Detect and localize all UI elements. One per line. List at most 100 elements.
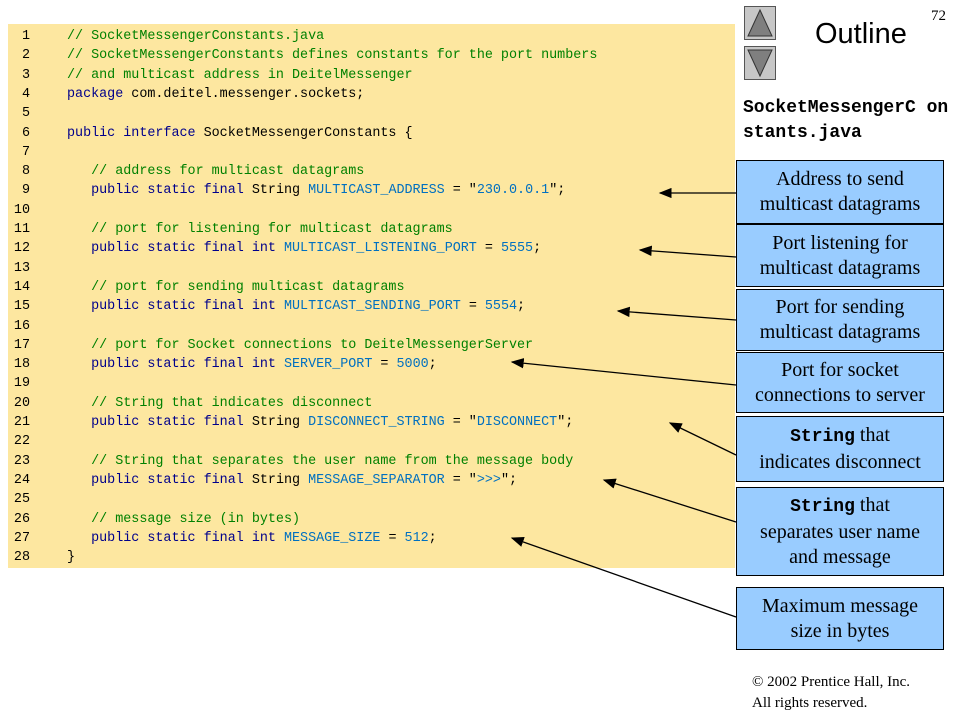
line-number: 23 — [13, 453, 30, 469]
code-text: // SocketMessengerConstants.java — [67, 29, 325, 44]
code-text: public static final int MESSAGE_SIZE = 5… — [91, 530, 437, 546]
line-number: 17 — [13, 337, 30, 353]
triangle-down-icon — [747, 49, 773, 78]
code-line: 26 // message size (in bytes) — [8, 510, 735, 530]
line-number: 21 — [13, 415, 30, 430]
code-text: package com.deitel.messenger.sockets; — [67, 86, 365, 102]
line-number: 16 — [13, 318, 30, 334]
code-text: // port for Socket connections to Deitel… — [91, 337, 534, 353]
line-number: 25 — [13, 492, 30, 508]
callout-box: Port for sending multicast datagrams — [736, 289, 944, 351]
code-line: 15 public static final int MULTICAST_SEN… — [8, 297, 735, 317]
previous-slide-button[interactable] — [744, 6, 776, 40]
code-text: public static final int MULTICAST_LISTEN… — [91, 241, 542, 257]
line-number: 3 — [21, 67, 30, 83]
line-number: 11 — [13, 222, 30, 237]
code-line: 14 // port for sending multicast datagra… — [8, 278, 735, 298]
code-line: 28} — [8, 548, 735, 568]
code-text: // and multicast address in DeitelMessen… — [67, 67, 413, 83]
code-text: public static final String DISCONNECT_ST… — [91, 415, 574, 430]
code-line: 11 // port for listening for multicast d… — [8, 220, 735, 240]
code-text: // SocketMessengerConstants defines cons… — [67, 48, 598, 64]
line-number: 13 — [13, 260, 30, 276]
callout-text: size in bytes — [790, 619, 890, 642]
callout-text: multicast datagrams — [759, 321, 921, 343]
callout-text: Address to send — [776, 168, 904, 190]
code-line: 5 — [8, 104, 735, 124]
line-number: 6 — [21, 125, 30, 141]
code-text: public interface SocketMessengerConstant… — [67, 125, 413, 141]
line-number: 19 — [13, 376, 30, 392]
callout-text: Port for socket — [781, 358, 899, 381]
line-number: 4 — [21, 86, 30, 102]
code-line: 3 // and multicast address in DeitelMesse… — [8, 66, 735, 86]
callout-text: connections to server — [755, 383, 925, 406]
code-line: 16 — [8, 317, 735, 337]
line-number: 15 — [13, 299, 30, 315]
line-number: 26 — [13, 511, 30, 527]
code-line: 6 public interface SocketMessengerConstan… — [8, 124, 735, 144]
line-number: 20 — [13, 395, 30, 411]
code-text: } — [67, 550, 76, 566]
code-text: // String that separates the user name f… — [91, 453, 574, 469]
code-line: 21 public static final String DISCONNECT… — [8, 413, 735, 433]
code-text: public static final int SERVER_PORT = 50… — [91, 357, 437, 373]
code-text: // message size (in bytes) — [91, 511, 301, 527]
code-line: 25 — [8, 490, 735, 510]
triangle-up-icon — [747, 8, 773, 37]
code-line: 10 — [8, 201, 735, 221]
line-number: 9 — [21, 183, 30, 199]
code-text: // port for sending multicast datagrams — [91, 279, 405, 295]
code-line: 9 public static final String MULTICAST_A… — [8, 181, 735, 201]
line-number: 1 — [21, 29, 30, 44]
code-line: 2 // SocketMessengerConstants defines con… — [8, 46, 735, 66]
code-text: public static final int MULTICAST_SENDIN… — [91, 299, 526, 315]
line-number: 27 — [13, 530, 30, 546]
line-number: 28 — [13, 550, 30, 566]
code-line: 24 public static final String MESSAGE_SE… — [8, 471, 735, 491]
code-line: 17 // port for Socket connections to Dei… — [8, 336, 735, 356]
code-text: public static final String MULTICAST_ADD… — [91, 183, 566, 199]
line-number: 8 — [21, 164, 30, 180]
callout-text: indicates disconnect — [759, 451, 921, 473]
code-text: public static final String MESSAGE_SEPAR… — [91, 472, 518, 488]
callout-text: multicast datagrams — [759, 193, 921, 215]
code-line: 23 // String that separates the user nam… — [8, 452, 735, 472]
file-title: SocketMessengerC onstants.java — [743, 98, 949, 143]
code-line: 27 public static final int MESSAGE_SIZE … — [8, 529, 735, 549]
code-listing: 1 // SocketMessengerConstants.java 2 // Soc… — [8, 24, 735, 568]
code-line: 13 — [8, 259, 735, 279]
line-number: 14 — [13, 279, 30, 295]
callout-box: String that indicates disconnect — [736, 416, 944, 482]
code-text: // address for multicast datagrams — [91, 164, 365, 180]
outline-title: Outline — [815, 18, 907, 50]
rights-line: All rights reserved. — [752, 695, 868, 711]
copyright-footer: © 2002 Prentice Hall, Inc. All rights re… — [752, 672, 910, 714]
line-number: 24 — [13, 472, 30, 488]
callout-text: Port for sending — [775, 296, 905, 318]
code-text: // String that indicates disconnect — [91, 395, 373, 411]
next-slide-button[interactable] — [744, 46, 776, 80]
code-line: 7 — [8, 143, 735, 163]
callout-box: Address to send multicast datagrams — [736, 160, 944, 224]
page-number: 72 — [931, 8, 946, 24]
line-number: 18 — [13, 357, 30, 373]
line-number: 12 — [13, 241, 30, 257]
callout-text: String that — [790, 424, 890, 447]
code-line: 1 // SocketMessengerConstants.java — [8, 27, 735, 47]
code-line: 19 — [8, 374, 735, 394]
line-number: 22 — [13, 434, 30, 450]
callout-text: Port listening for — [772, 231, 908, 254]
callout-text: Maximum message — [761, 594, 919, 617]
line-number: 10 — [13, 202, 30, 218]
callout-text: String that — [790, 494, 890, 517]
line-number: 2 — [21, 48, 30, 64]
callout-text: separates user name — [760, 521, 920, 543]
code-line: 22 — [8, 432, 735, 452]
code-line: 18 public static final int SERVER_PORT =… — [8, 355, 735, 375]
code-text: // port for listening for multicast data… — [91, 222, 453, 237]
